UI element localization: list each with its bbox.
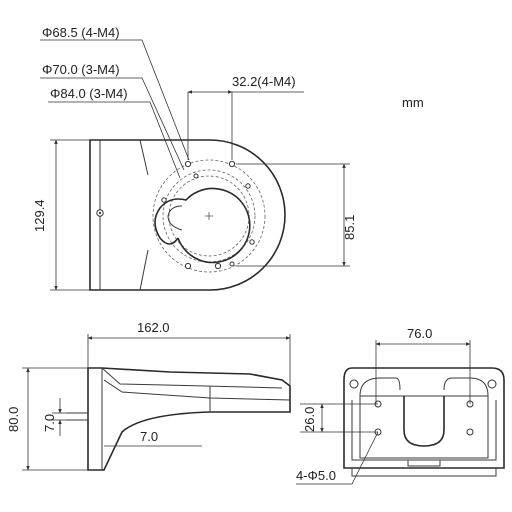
front-view [296,340,505,485]
label-85: 85.1 [342,215,357,240]
top-view-screw-center [98,211,102,215]
front-base [351,468,497,477]
top-view-wall-left-lower [139,249,149,291]
front-inner-wall [351,400,497,461]
side-view-mid-edge [103,379,291,401]
side-view-top-edge [101,367,283,389]
hole-3 [184,262,192,270]
top-view-outline [89,139,286,291]
hole-9 [229,261,235,267]
top-view-wall-left [139,139,149,176]
label-129: 129.4 [32,199,47,232]
recess-right [443,377,489,397]
side-view-outline [87,367,291,471]
cable-opening [154,187,251,264]
label-80: 80.0 [6,407,21,432]
mounting-holes [161,160,255,270]
front-bottom-notch [407,460,441,467]
label-tab: 7.0 [42,414,57,432]
knob-left [349,379,359,389]
leader-holes [296,431,379,485]
cable-notch-inner [167,205,183,231]
label-holes: 4-Φ5.0 [296,468,336,483]
side-tab [66,412,89,421]
label-base: 7.0 [140,429,158,444]
label-26: 26.0 [302,407,317,432]
hole-4 [214,262,222,270]
front-cable-opening [403,396,445,447]
knob-right [487,379,497,389]
front-hole-4 [466,428,474,436]
label-phi84: Φ84.0 (3-M4) [50,86,128,101]
hole-6 [161,197,167,203]
label-32: 32.2(4-M4) [232,74,296,89]
hole-1 [184,160,192,168]
hole-8 [193,173,199,179]
recess-left [359,377,401,397]
leader-phi68 [40,39,190,161]
label-76: 76.0 [407,326,432,341]
label-phi70: Φ70.0 (3-M4) [42,62,120,77]
side-view [22,334,291,471]
leader-phi70 [40,77,185,171]
label-162: 162.0 [137,320,170,335]
label-phi68: Φ68.5 (4-M4) [42,25,120,40]
mounting-plate [359,395,489,459]
leader-phi84 [48,101,181,179]
hole-2 [228,160,236,168]
hole-5 [245,183,251,189]
units-label: mm [402,95,424,110]
hole-7 [249,239,255,245]
bolt-circle-84 [152,159,266,273]
center-mark [205,212,213,220]
top-view [40,39,350,291]
front-view-outline [343,367,505,469]
